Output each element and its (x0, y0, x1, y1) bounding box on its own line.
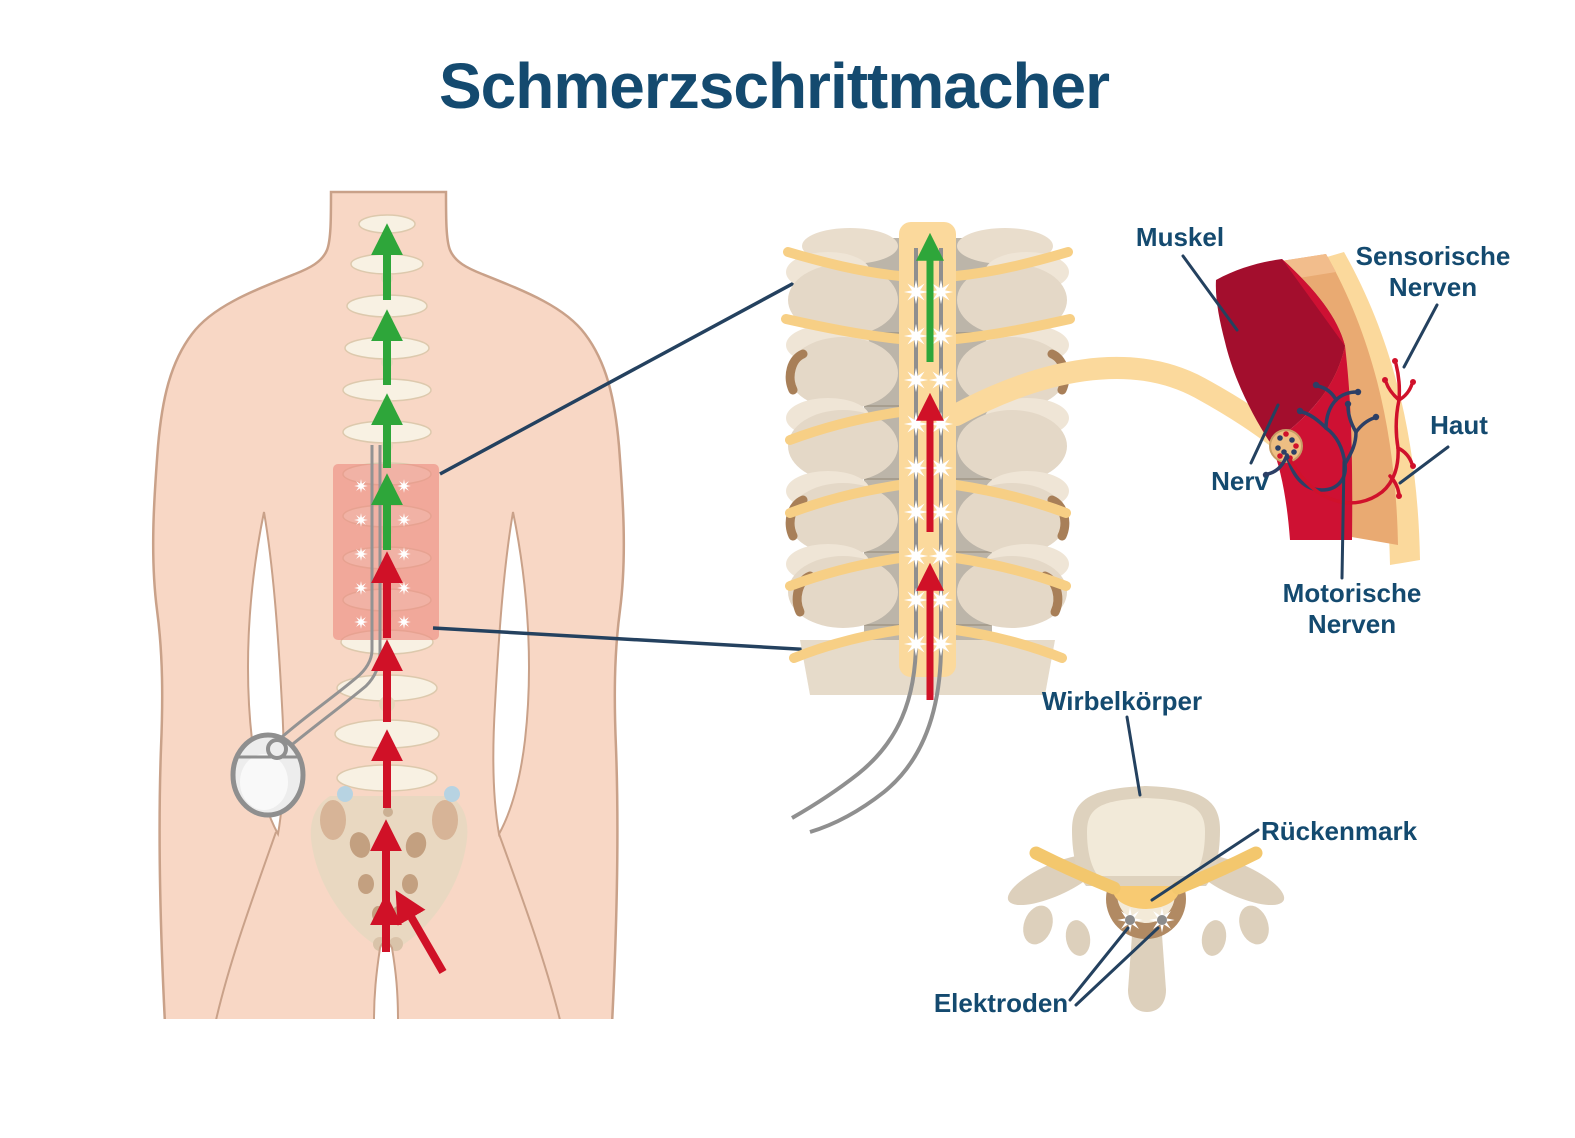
nerve-roots (781, 247, 1075, 663)
label-nerv: Nerv (1211, 466, 1269, 496)
leader-nerv (1249, 403, 1280, 465)
leader-wirbelkoerper (1125, 715, 1142, 797)
spine-detail (781, 222, 1289, 834)
leader-elektroden-2 (1074, 926, 1160, 1007)
leader-rueckenmark (1150, 828, 1260, 902)
vertebra-cross-section (1007, 786, 1285, 1012)
bottom-crop (0, 1019, 1575, 1138)
electrodes (1117, 907, 1175, 933)
leader-muskel (1181, 254, 1239, 332)
leader-haut (1398, 445, 1450, 485)
label-haut: Haut (1430, 410, 1488, 440)
label-sensorische-line2: Nerven (1389, 272, 1477, 302)
pain-signal-arrows-red (370, 551, 447, 975)
incoming-pain-arrow (395, 890, 447, 975)
body-figure (151, 190, 626, 1026)
motor-nerve-endings (1262, 381, 1380, 479)
vertebrae (785, 252, 1070, 695)
leader-sensorische (1402, 303, 1439, 369)
label-muskel: Muskel (1136, 222, 1224, 252)
pacemaker-port (266, 738, 288, 760)
muscle-dark-face (1215, 259, 1345, 444)
cross-section-nerve-roots (1029, 846, 1263, 895)
label-elektroden: Elektroden (934, 988, 1068, 1018)
leader-elektroden-1 (1068, 926, 1130, 1002)
label-motorische-line2: Nerven (1308, 609, 1396, 639)
sensory-nerves (1288, 362, 1414, 505)
zoom-connector-top (439, 260, 834, 476)
label-motorische-line1: Motorische (1283, 578, 1422, 608)
peripheral-nerve-band (945, 356, 1289, 449)
right-arm-line (498, 833, 561, 1021)
leader-lines (1068, 254, 1450, 1007)
sensory-nerve-endings (1382, 358, 1416, 499)
leader-motorische (1340, 460, 1346, 580)
page-title: Schmerzschrittmacher (439, 50, 1109, 122)
electrode-wires (791, 248, 943, 834)
pacemaker-device (230, 732, 306, 818)
label-sensorische-line1: Sensorische (1356, 241, 1511, 271)
zoom-connector-bottom (432, 626, 850, 654)
left-arm-line (215, 831, 277, 1021)
label-rueckenmark: Rückenmark (1261, 816, 1418, 846)
label-wirbelkoerper: Wirbelkörper (1042, 686, 1202, 716)
